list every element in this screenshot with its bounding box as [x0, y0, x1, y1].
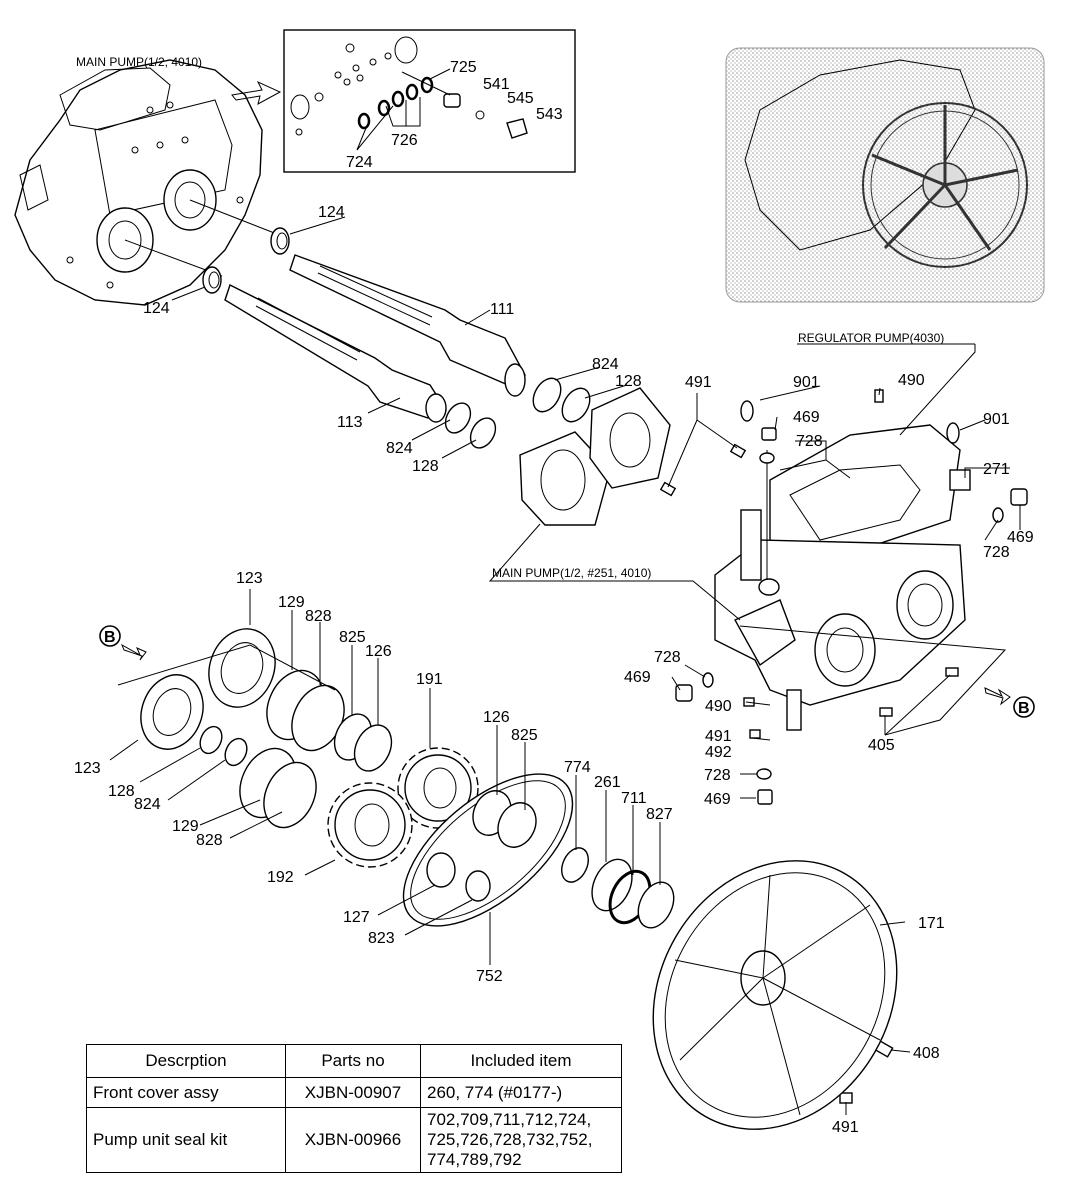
pump-housing: [714, 424, 966, 731]
label-124-b: 124: [143, 300, 170, 317]
label-728-c: 728: [654, 649, 681, 666]
row-parts-no: XJBN-00966: [285, 1107, 421, 1173]
label-825-a: 825: [339, 629, 366, 646]
label-901-b: 901: [983, 411, 1010, 428]
marker-b-right-text: B: [1018, 700, 1030, 717]
included-line: 774,789,792: [427, 1150, 522, 1169]
label-728-b: 728: [983, 544, 1010, 561]
label-111: 111: [490, 301, 514, 318]
marker-b-right: B: [984, 687, 1035, 718]
label-752: 752: [476, 968, 503, 985]
label-123-b: 123: [74, 760, 101, 777]
row-parts-no: XJBN-00907: [285, 1077, 421, 1108]
label-129-a: 129: [278, 594, 305, 611]
label-828-b: 828: [196, 832, 223, 849]
label-127: 127: [343, 909, 370, 926]
label-469-a: 469: [793, 409, 820, 426]
label-192: 192: [267, 869, 294, 886]
label-191: 191: [416, 671, 443, 688]
row-included: 260, 774 (#0177-): [420, 1077, 622, 1108]
included-line: 725,726,728,732,752,: [427, 1130, 593, 1149]
row-description: Front cover assy: [86, 1077, 286, 1108]
shaft-113: [224, 284, 448, 423]
header-parts-no: Parts no: [285, 1044, 421, 1078]
label-271: 271: [983, 461, 1010, 478]
label-711: 711: [621, 790, 647, 807]
parts-table: Descrption Parts no Included item Front …: [86, 1044, 622, 1173]
label-469-c: 469: [624, 669, 651, 686]
label-774: 774: [564, 759, 591, 776]
label-824-c: 824: [134, 796, 161, 813]
caption-regulator-pump: REGULATOR PUMP(4030): [798, 331, 944, 345]
rings-824-128: [444, 377, 591, 449]
label-824-a: 824: [592, 356, 619, 373]
label-825-b: 825: [511, 727, 538, 744]
marker-b-left-text: B: [104, 629, 116, 646]
seals-774-261-711-827: [561, 847, 675, 929]
label-724: 724: [346, 154, 373, 171]
label-126-b: 126: [483, 709, 510, 726]
table-row: Pump unit seal kit XJBN-00966 702,709,71…: [86, 1107, 622, 1173]
row-description: Pump unit seal kit: [86, 1107, 286, 1173]
caption-main-pump-top: MAIN PUMP(1/2, 4010): [76, 55, 202, 69]
label-128-b: 128: [412, 458, 439, 475]
label-545: 545: [507, 90, 534, 107]
marker-b-left: B: [99, 625, 147, 661]
label-492: 492: [705, 744, 732, 761]
label-405: 405: [868, 737, 895, 754]
label-171: 171: [918, 915, 945, 932]
label-728-d: 728: [704, 767, 731, 784]
label-824-b: 824: [386, 440, 413, 457]
label-823: 823: [368, 930, 395, 947]
leader-lines: [109, 216, 1021, 1115]
label-129-b: 129: [172, 818, 199, 835]
label-828-a: 828: [305, 608, 332, 625]
part-number-labels: 725 541 545 543 726 724 124 124 111 113 …: [74, 59, 1034, 1136]
label-827: 827: [646, 806, 673, 823]
label-725: 725: [450, 59, 477, 76]
fasteners: [659, 389, 1028, 1104]
label-128-a: 128: [615, 373, 642, 390]
gear-191: [397, 747, 479, 829]
label-124-a: 124: [318, 204, 345, 221]
label-123-a: 123: [236, 570, 263, 587]
bearing-covers: [519, 387, 671, 526]
row-included: 702,709,711,712,724, 725,726,728,732,752…: [420, 1107, 622, 1173]
label-726: 726: [391, 132, 418, 149]
bearing-124-pair: [202, 227, 290, 294]
label-469-d: 469: [704, 791, 731, 808]
rings-129-828: [199, 669, 393, 829]
label-491-b: 491: [705, 728, 732, 745]
label-491-c: 491: [832, 1119, 859, 1136]
label-543: 543: [536, 106, 563, 123]
label-728-a: 728: [796, 433, 823, 450]
label-490-a: 490: [898, 372, 925, 389]
caption-main-pump-mid: MAIN PUMP(1/2, #251, 4010): [492, 566, 651, 580]
label-541: 541: [483, 76, 510, 93]
header-included-item: Included item: [420, 1044, 622, 1078]
label-128-c: 128: [108, 783, 135, 800]
table-row: Front cover assy XJBN-00907 260, 774 (#0…: [86, 1077, 622, 1108]
gear-192: [327, 782, 413, 868]
table-header-row: Descrption Parts no Included item: [86, 1044, 622, 1078]
shaft-111: [289, 254, 526, 397]
header-description: Descrption: [86, 1044, 286, 1078]
label-469-b: 469: [1007, 529, 1034, 546]
bearings-123: [140, 628, 276, 750]
included-line: 702,709,711,712,724,: [427, 1110, 592, 1129]
label-113: 113: [337, 414, 363, 431]
label-901-a: 901: [793, 374, 820, 391]
label-408: 408: [913, 1045, 940, 1062]
label-261: 261: [594, 774, 621, 791]
label-491-a: 491: [685, 374, 712, 391]
seal-detail-inset: [283, 29, 576, 173]
pump-photo-illustration: [725, 47, 1045, 303]
label-490-b: 490: [705, 698, 732, 715]
housing-171: [652, 860, 898, 1130]
seal-plate-752: [402, 773, 574, 927]
main-pump-casing-illustration: [14, 59, 283, 306]
label-126-a: 126: [365, 643, 392, 660]
